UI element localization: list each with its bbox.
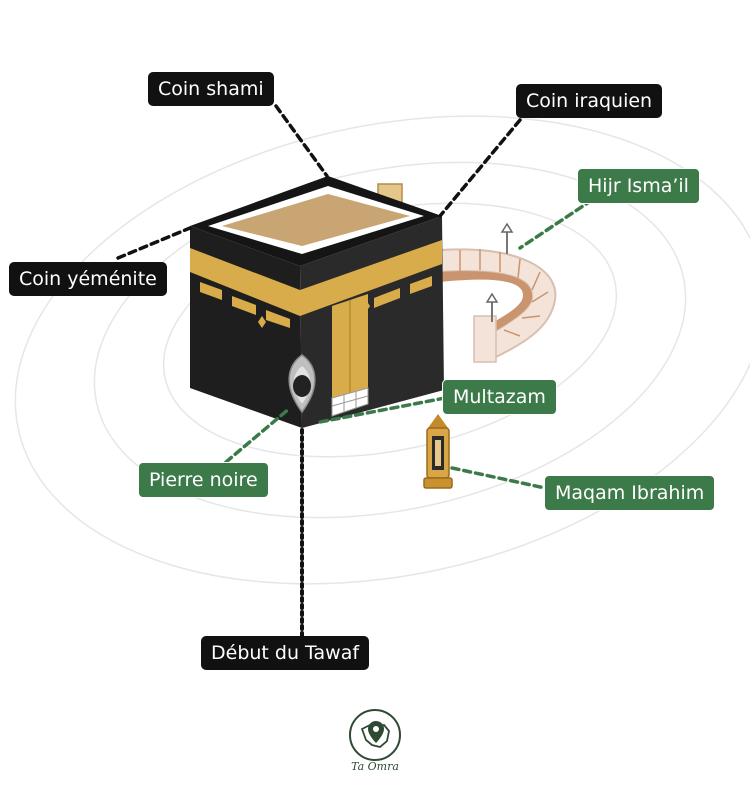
leader-lines [116, 104, 594, 638]
label-hijr-ismail: Hijr Isma’il [577, 168, 700, 204]
leader-line-coin-shami [274, 104, 329, 178]
leader-line-hijr-ismail [518, 198, 594, 250]
logo-text: Ta Omra [351, 760, 399, 773]
hijr-ismail-wall [439, 222, 557, 363]
leader-line-multazam [318, 396, 447, 424]
label-coin-iraquien: Coin iraquien [516, 84, 663, 118]
leader-line-coin-iraquien [438, 118, 522, 218]
leader-line-coin-yemenite [116, 226, 192, 260]
label-multazam: Multazam [442, 379, 557, 415]
location-pin-map-icon [349, 709, 401, 761]
label-debut-tawaf: Début du Tawaf [201, 636, 370, 670]
kaaba-cube [190, 176, 444, 428]
maqam-ibrahim-lantern [423, 414, 453, 489]
label-coin-shami: Coin shami [148, 72, 274, 106]
label-pierre-noire: Pierre noire [138, 462, 269, 498]
leader-line-maqam-ibrahim [450, 466, 547, 490]
label-coin-yemenite: Coin yéménite [9, 262, 167, 296]
label-maqam-ibrahim: Maqam Ibrahim [544, 475, 716, 511]
leader-line-pierre-noire [224, 406, 292, 464]
